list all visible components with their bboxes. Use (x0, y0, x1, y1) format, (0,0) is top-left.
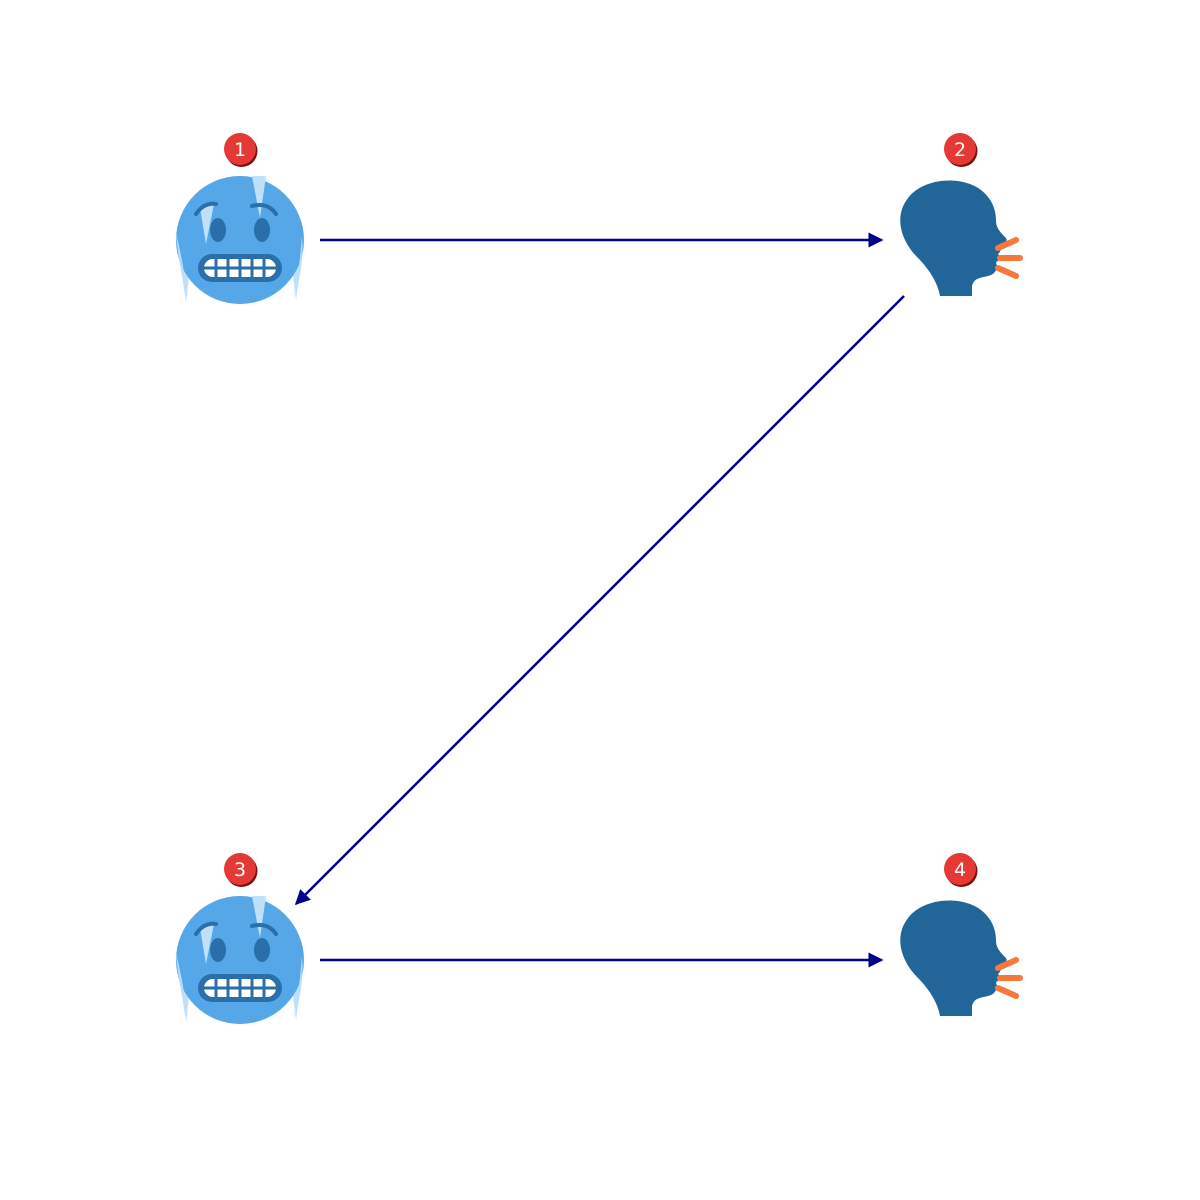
node-badge: 2 (944, 133, 978, 167)
cold-face-icon (176, 896, 304, 1024)
badge-number: 1 (234, 139, 246, 161)
node-badge: 4 (944, 853, 978, 887)
node-2: 2 (900, 133, 1023, 296)
node-badge: 3 (224, 853, 258, 887)
badge-number: 3 (234, 859, 246, 881)
cold-face-icon (176, 176, 304, 304)
speaking-head-icon (900, 900, 1023, 1016)
node-4: 4 (900, 853, 1023, 1016)
badge-number: 2 (954, 139, 966, 161)
edges (294, 232, 905, 968)
badge-number: 4 (954, 859, 966, 881)
node-1: 1 (176, 133, 304, 304)
speaking-head-icon (900, 180, 1023, 296)
node-badge: 1 (224, 133, 258, 167)
arrow-2-to-3 (294, 295, 905, 906)
nodes: 1 2 3 4 (176, 133, 1023, 1024)
node-3: 3 (176, 853, 304, 1024)
